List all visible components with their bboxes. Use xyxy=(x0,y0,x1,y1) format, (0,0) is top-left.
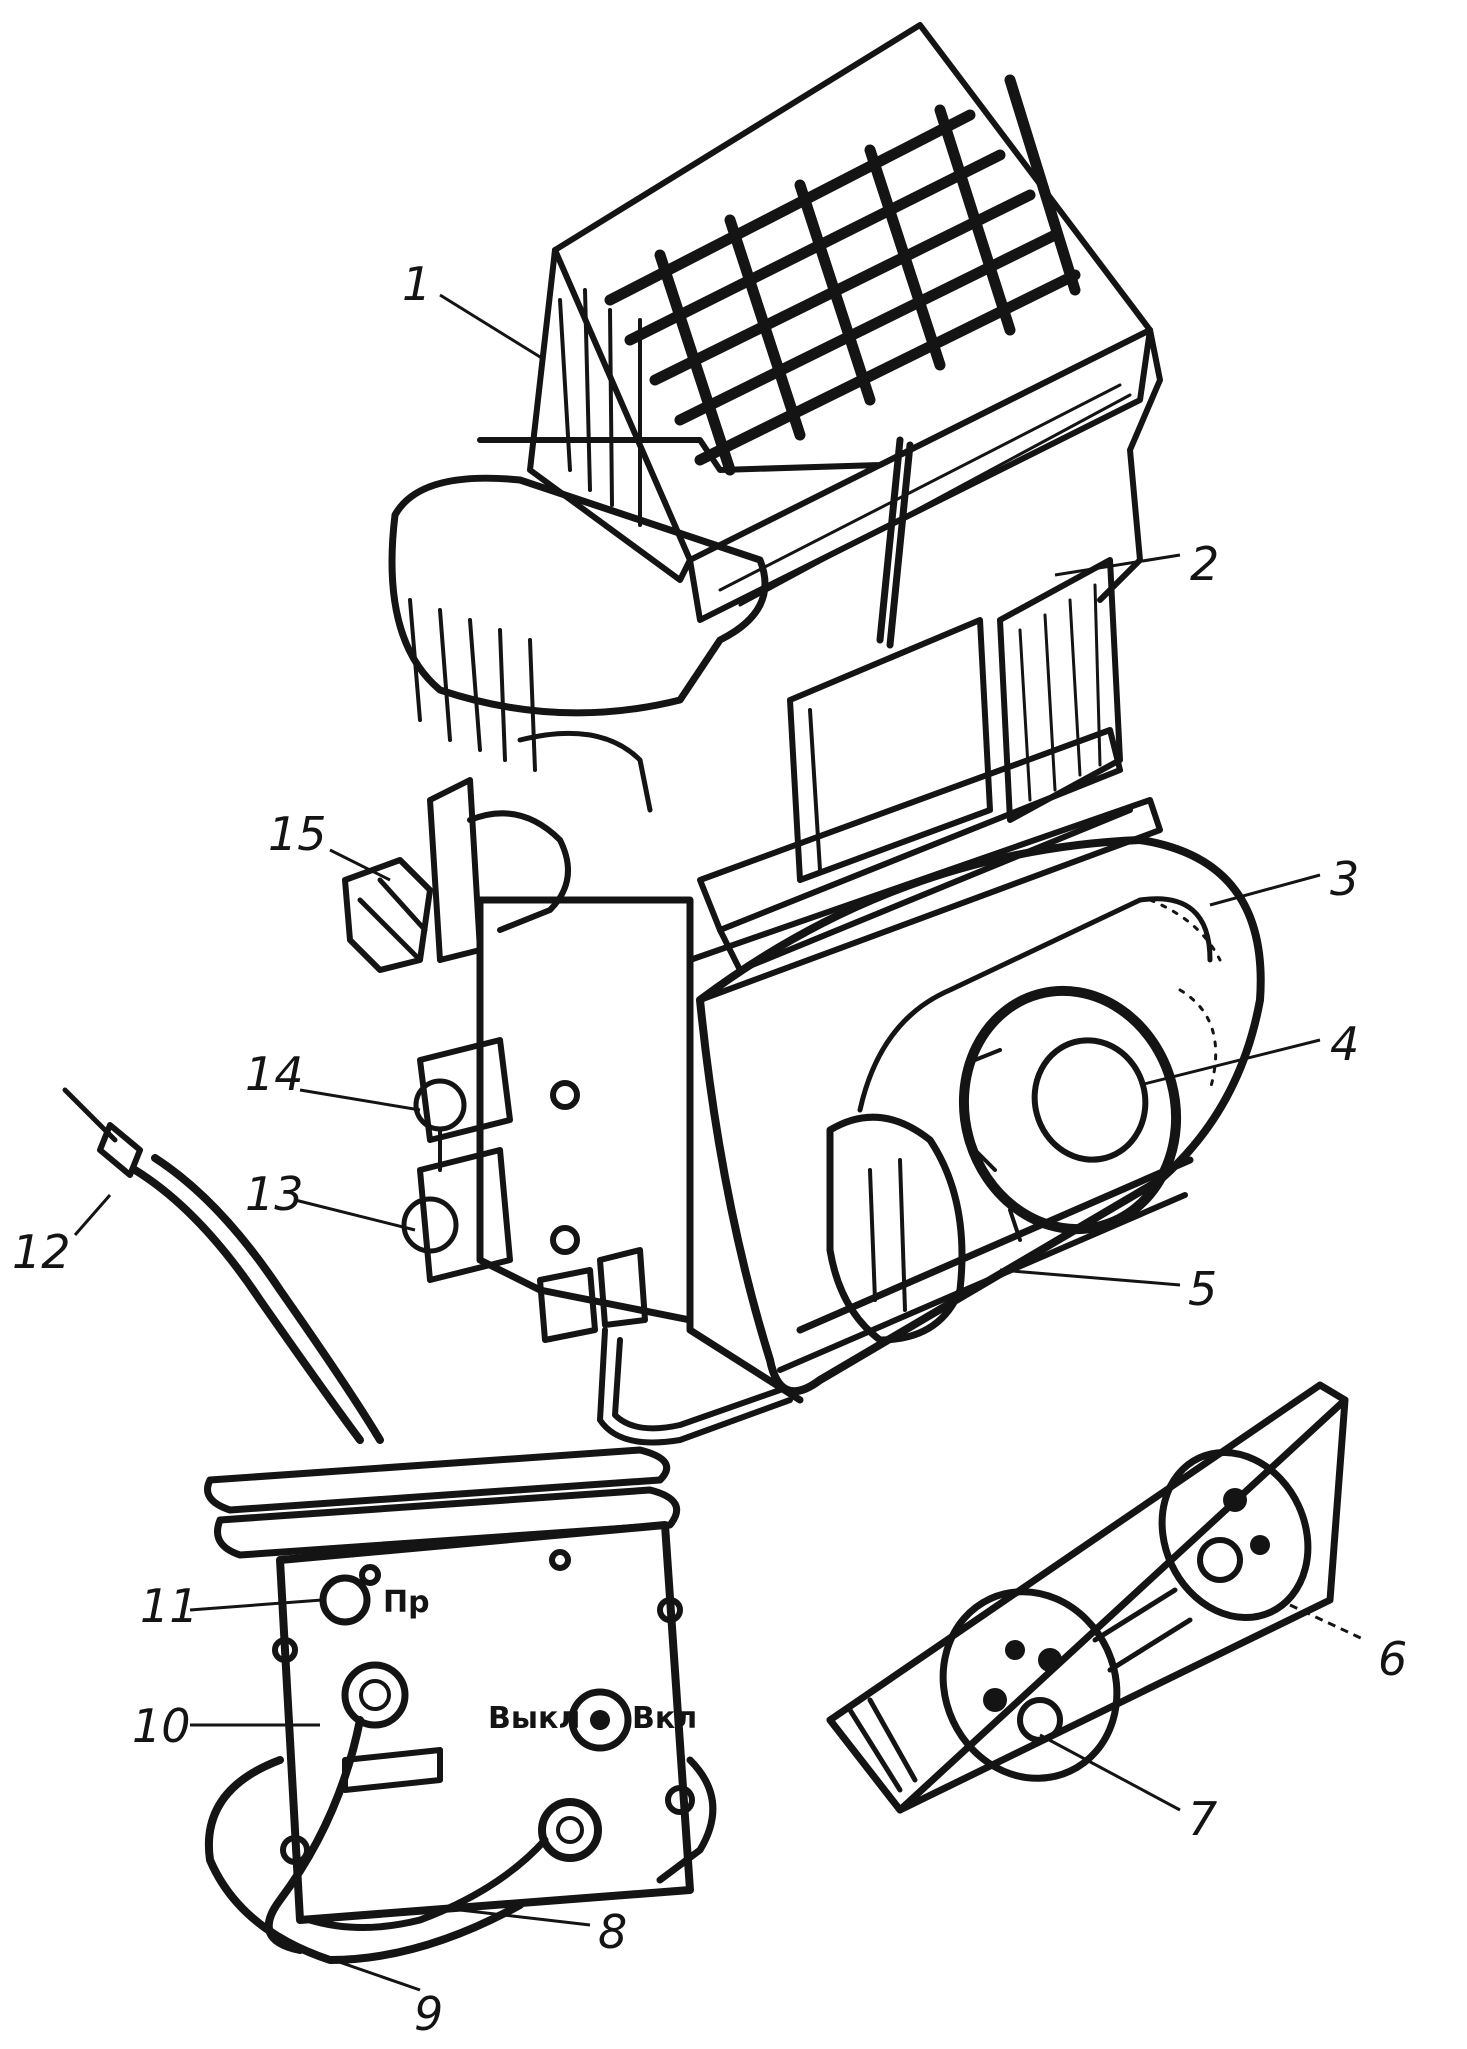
connecting-cables xyxy=(204,1327,793,1559)
callout-15: 15 xyxy=(268,807,327,861)
detached-plate xyxy=(826,1381,1349,1814)
callout-4: 4 xyxy=(1330,1017,1359,1071)
callout-11: 11 xyxy=(140,1579,199,1633)
grille-grid xyxy=(604,74,1081,476)
leader-8 xyxy=(459,1908,591,1927)
leader-4 xyxy=(1139,1038,1321,1087)
leader-15 xyxy=(329,848,391,882)
control-box: Пр Выкл Вкл xyxy=(272,1521,697,1924)
callout-2: 2 xyxy=(1190,537,1219,591)
callout-labels: 1 2 3 4 5 6 7 8 9 10 11 12 13 14 15 xyxy=(12,257,1407,2041)
fan xyxy=(958,985,1182,1242)
leader-lines xyxy=(73,293,1366,1992)
left-fittings xyxy=(342,730,653,1283)
leader-3 xyxy=(1209,873,1321,907)
callout-13: 13 xyxy=(245,1167,304,1221)
panel-label-off: Выкл xyxy=(488,1701,580,1736)
leader-2 xyxy=(1054,553,1181,577)
leader-14 xyxy=(299,1088,421,1112)
callout-3: 3 xyxy=(1330,852,1359,906)
curved-cover xyxy=(696,836,1265,1396)
callout-1: 1 xyxy=(402,257,431,311)
callout-6: 6 xyxy=(1378,1632,1407,1686)
leader-5 xyxy=(999,1268,1181,1287)
leader-12 xyxy=(73,1194,112,1236)
callout-9: 9 xyxy=(414,1987,443,2041)
callout-10: 10 xyxy=(132,1699,191,1753)
leader-1 xyxy=(439,293,546,362)
leader-9 xyxy=(289,1943,421,1992)
control-cables xyxy=(204,1716,717,1964)
callout-14: 14 xyxy=(245,1047,304,1101)
upper-housing xyxy=(388,327,1163,973)
hose xyxy=(62,1087,384,1444)
callout-8: 8 xyxy=(598,1905,627,1959)
top-grille-block xyxy=(527,22,1153,623)
panel-label-pr: Пр xyxy=(383,1585,430,1620)
callout-12: 12 xyxy=(12,1225,71,1279)
main-lower-body xyxy=(476,797,1163,1404)
leader-11 xyxy=(189,1598,323,1612)
callout-5: 5 xyxy=(1188,1262,1217,1316)
panel-label-on: Вкл xyxy=(632,1701,697,1736)
callout-7: 7 xyxy=(1188,1792,1217,1846)
leader-13 xyxy=(294,1198,416,1232)
leader-7 xyxy=(1039,1733,1181,1812)
